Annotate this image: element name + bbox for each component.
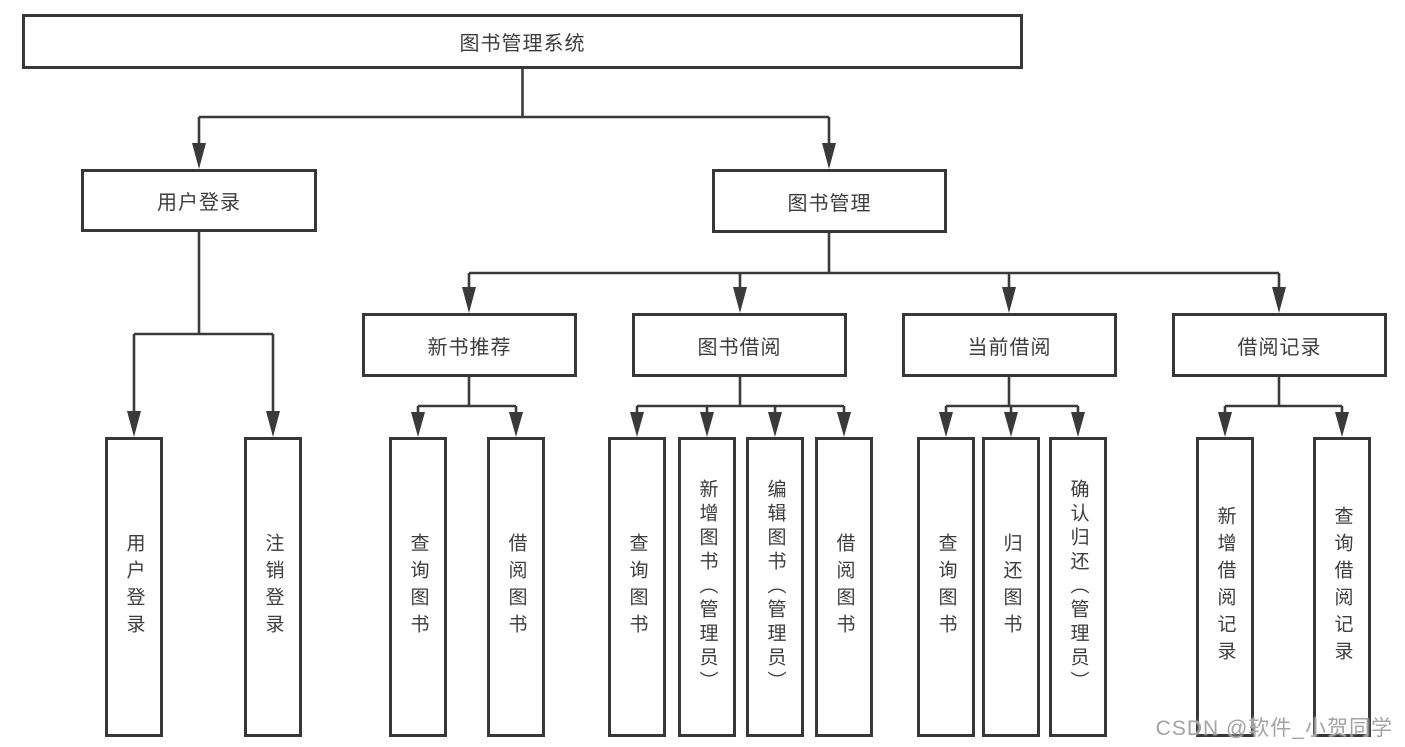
node-borrow-records: 借阅记录 <box>1172 313 1387 377</box>
csdn-watermark: CSDN @软件_小贺同学 <box>1155 717 1393 740</box>
node-label: 查询图书 <box>407 533 429 641</box>
node-label: 查询借阅记录 <box>1331 506 1353 668</box>
leaf-add-books-admin: 新增图书（管理员） <box>678 437 736 737</box>
leaf-borrow-books-recommend: 借阅图书 <box>487 437 545 737</box>
leaf-return-books: 归还图书 <box>982 437 1040 737</box>
leaf-logout: 注销登录 <box>244 437 302 737</box>
leaf-query-books-borrow: 查询图书 <box>608 437 666 737</box>
node-label: 归还图书 <box>1000 533 1022 641</box>
leaf-query-borrow-record: 查询借阅记录 <box>1313 437 1371 737</box>
leaf-borrow-books: 借阅图书 <box>815 437 873 737</box>
leaf-edit-books-admin: 编辑图书（管理员） <box>746 437 804 737</box>
node-label: 查询图书 <box>935 533 957 641</box>
node-current-borrow: 当前借阅 <box>902 313 1117 377</box>
node-label: 编辑图书（管理员） <box>764 479 786 695</box>
arrowheads <box>127 143 1349 437</box>
node-label: 新书推荐 <box>427 336 512 359</box>
leaf-query-books-current: 查询图书 <box>917 437 975 737</box>
node-label: 注销登录 <box>262 533 284 641</box>
node-label: 图书借阅 <box>697 336 782 359</box>
node-label: 借阅图书 <box>505 533 527 641</box>
node-label: 图书管理 <box>787 192 872 215</box>
node-label: 借阅记录 <box>1237 336 1322 359</box>
node-label: 用户登录 <box>123 533 145 641</box>
node-book-management-branch: 图书管理 <box>712 169 947 233</box>
node-root-system: 图书管理系统 <box>22 14 1023 69</box>
node-label: 查询图书 <box>626 533 648 641</box>
node-user-login-branch: 用户登录 <box>81 169 317 232</box>
leaf-user-login: 用户登录 <box>105 437 163 737</box>
node-label: 新增图书（管理员） <box>696 479 718 695</box>
node-book-borrow: 图书借阅 <box>632 313 847 377</box>
node-label: 图书管理系统 <box>459 33 586 55</box>
node-label: 当前借阅 <box>967 336 1052 359</box>
node-label: 新增借阅记录 <box>1214 506 1236 668</box>
node-label: 借阅图书 <box>833 533 855 641</box>
node-label: 确认归还（管理员） <box>1067 479 1089 695</box>
node-new-book-recommend: 新书推荐 <box>362 313 577 377</box>
leaf-add-borrow-record: 新增借阅记录 <box>1196 437 1254 737</box>
leaf-query-books-recommend: 查询图书 <box>389 437 447 737</box>
node-label: 用户登录 <box>157 192 241 214</box>
leaf-confirm-return-admin: 确认归还（管理员） <box>1049 437 1107 737</box>
